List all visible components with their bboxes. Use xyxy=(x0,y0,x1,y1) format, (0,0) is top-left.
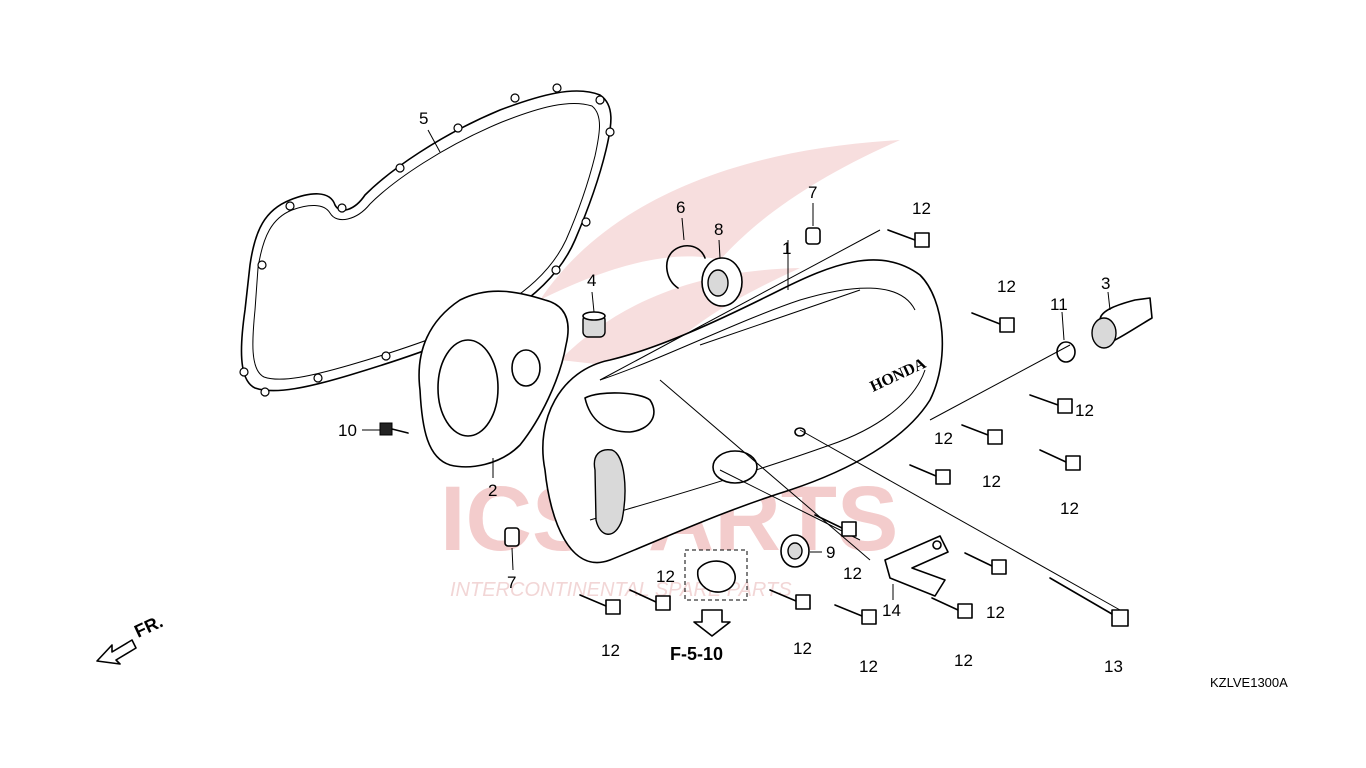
bolt-12m xyxy=(579,594,621,615)
circlip-6 xyxy=(665,245,706,289)
callout-9: 9 xyxy=(826,543,835,562)
leader-3 xyxy=(1107,291,1111,311)
bolt-12i xyxy=(931,597,973,619)
bolt-12e xyxy=(1039,449,1081,471)
leader-11 xyxy=(1061,311,1065,341)
inner-plate-hole xyxy=(437,339,499,437)
bolt-12h xyxy=(964,552,1007,575)
inner-plate-hub xyxy=(511,349,541,387)
plug-3 xyxy=(1091,297,1153,349)
callout-12b: 12 xyxy=(997,277,1016,296)
leader-4 xyxy=(591,291,595,313)
callout-12c: 12 xyxy=(1075,401,1094,420)
callout-12j: 12 xyxy=(793,639,812,658)
front-arrow: FR. xyxy=(96,611,166,665)
callout-3: 3 xyxy=(1101,274,1110,293)
callout-8: 8 xyxy=(714,220,723,239)
callout-12i: 12 xyxy=(954,651,973,670)
diagram-code: KZLVE1300A xyxy=(1210,675,1288,690)
reference-label: F-5-10 xyxy=(670,644,723,664)
collar-4 xyxy=(582,311,606,338)
bolts xyxy=(579,229,1129,627)
bolt-12j xyxy=(769,589,811,610)
callout-5: 5 xyxy=(419,109,428,128)
callout-7-lower: 7 xyxy=(507,573,516,592)
gasket-outline xyxy=(240,90,612,392)
callout-12e: 12 xyxy=(982,472,1001,491)
callout-12d: 12 xyxy=(934,429,953,448)
callout-2: 2 xyxy=(488,481,497,500)
leader-8 xyxy=(718,239,721,259)
callout-12l: 12 xyxy=(656,567,675,586)
leader-5 xyxy=(427,129,441,153)
callout-10: 10 xyxy=(338,421,357,440)
bearing-8 xyxy=(701,257,743,307)
cover-mount-lines xyxy=(599,229,1121,611)
bolt-12f xyxy=(909,464,951,485)
bolt-10 xyxy=(379,422,409,436)
callouts: 5 2 10 4 6 8 7 1 12 12 3 11 12 12 12 12 … xyxy=(338,109,1123,676)
callout-7-upper: 7 xyxy=(808,183,817,202)
callout-12a: 12 xyxy=(912,199,931,218)
callout-12g: 12 xyxy=(843,564,862,583)
o-ring-11 xyxy=(1056,341,1076,363)
callout-12h: 12 xyxy=(986,603,1005,622)
cover-boss xyxy=(712,450,758,484)
bolt-12a xyxy=(887,229,930,248)
callout-6: 6 xyxy=(676,198,685,217)
oil-seal-9 xyxy=(780,534,810,568)
callout-4: 4 xyxy=(587,271,596,290)
clamp-ref xyxy=(684,549,748,637)
leader-6 xyxy=(681,217,685,241)
callout-13: 13 xyxy=(1104,657,1123,676)
bolt-12l xyxy=(629,589,671,611)
callout-11: 11 xyxy=(1050,295,1068,314)
leader-7-lower xyxy=(511,547,514,571)
bolt-12d xyxy=(961,424,1003,445)
gasket-inner xyxy=(252,103,600,380)
dowel-7-upper xyxy=(805,227,821,245)
bracket-14 xyxy=(884,535,949,597)
bolt-12b xyxy=(971,312,1015,333)
callout-14: 14 xyxy=(882,601,901,620)
front-marker: FR. xyxy=(131,611,166,641)
callout-12k: 12 xyxy=(859,657,878,676)
bolt-12k xyxy=(834,604,877,625)
callout-1: 1 xyxy=(782,239,791,258)
callout-12m: 12 xyxy=(601,641,620,660)
bolt-12c xyxy=(1029,394,1073,414)
dowel-7-lower xyxy=(504,527,520,547)
watermark-tagline: INTERCONTINENTAL SPARE PARTS xyxy=(450,579,792,601)
bolt-13 xyxy=(1049,577,1129,627)
bolt-12g xyxy=(814,514,857,537)
left-crankcase-cover: HONDA xyxy=(542,259,944,564)
cover-vent xyxy=(593,448,626,535)
callout-12f: 12 xyxy=(1060,499,1079,518)
